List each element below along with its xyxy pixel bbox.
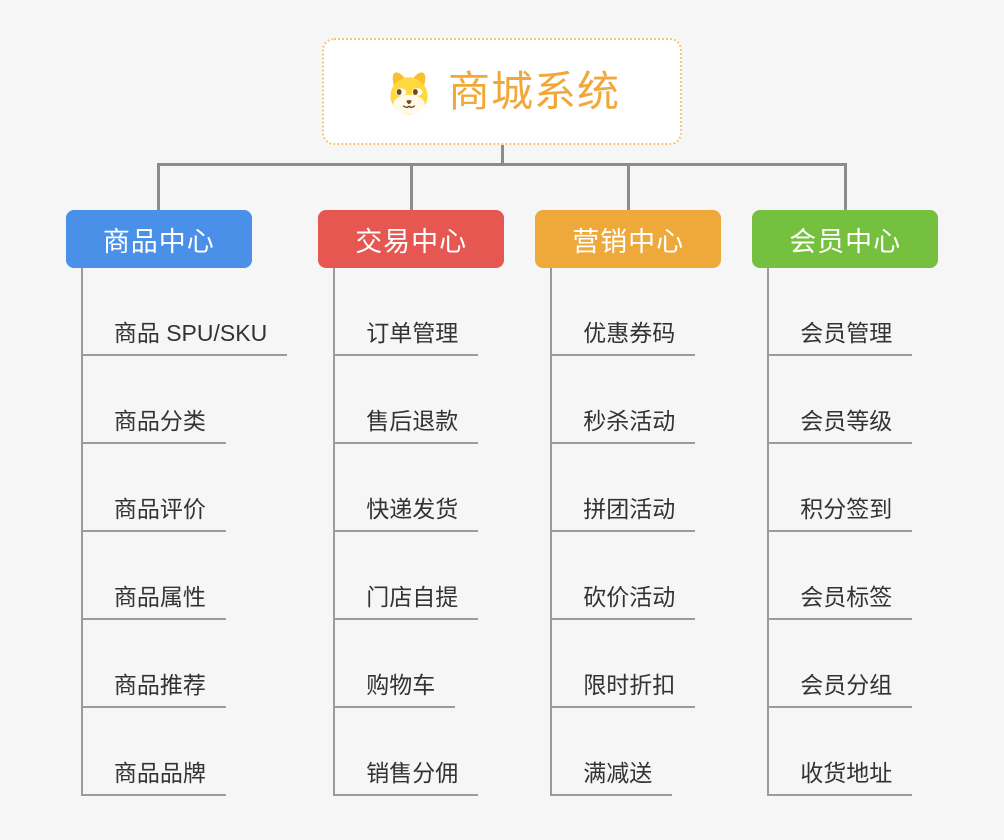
leaf-node[interactable]: 售后退款 [333,407,479,444]
branch-node[interactable]: 商品中心 [65,210,252,268]
branch-node[interactable]: 会员中心 [752,210,939,268]
leaf-row: 优惠券码 [550,268,696,356]
leaf-row: 会员标签 [767,532,913,620]
leaf-row: 拼团活动 [550,444,696,532]
leaf-row: 商品推荐 [80,620,287,708]
leaf-row: 收货地址 [767,708,913,796]
branch-children: 商品 SPU/SKU 商品分类 商品评价 商品属性 商品推荐 商品品牌 [80,268,288,796]
leaf-row: 商品属性 [80,532,287,620]
root-node-wrap: 商城系统 [0,0,1004,145]
leaf-node[interactable]: 门店自提 [333,583,479,620]
leaf-node[interactable]: 销售分佣 [333,759,479,796]
leaf-node[interactable]: 会员标签 [767,583,913,620]
leaf-node[interactable]: 商品 SPU/SKU [80,319,288,356]
leaf-row: 快递发货 [333,444,479,532]
connector-line [409,163,413,210]
leaf-row: 门店自提 [333,532,479,620]
leaf-node[interactable]: 购物车 [333,671,456,708]
leaf-row: 售后退款 [333,356,479,444]
leaf-node[interactable]: 会员管理 [767,319,913,356]
leaf-node[interactable]: 商品品牌 [80,759,226,796]
connector-line [157,163,847,166]
leaf-row: 商品 SPU/SKU [80,268,288,356]
connector-line [157,163,161,210]
connector-line [843,163,847,210]
leaf-row: 会员分组 [767,620,913,708]
branch-children: 会员管理 会员等级 积分签到 会员标签 会员分组 收货地址 [767,268,913,796]
leaf-node[interactable]: 满减送 [550,759,673,796]
leaf-row: 订单管理 [333,268,479,356]
leaf-node[interactable]: 积分签到 [767,495,913,532]
leaf-row: 购物车 [333,620,478,708]
root-node[interactable]: 商城系统 [322,38,682,145]
branch: 商品中心 商品 SPU/SKU 商品分类 商品评价 商品属性 商品推荐 商品品牌 [65,210,288,796]
leaf-row: 积分签到 [767,444,913,532]
branch: 会员中心 会员管理 会员等级 积分签到 会员标签 会员分组 收货地址 [752,210,939,796]
leaf-node[interactable]: 会员等级 [767,407,913,444]
branches-row: 商品中心 商品 SPU/SKU 商品分类 商品评价 商品属性 商品推荐 商品品牌… [0,210,1004,796]
leaf-node[interactable]: 会员分组 [767,671,913,708]
leaf-row: 满减送 [550,708,695,796]
leaf-node[interactable]: 秒杀活动 [550,407,696,444]
branch-node[interactable]: 营销中心 [535,210,722,268]
dog-face-icon [390,71,428,114]
leaf-node[interactable]: 商品属性 [80,583,226,620]
leaf-row: 限时折扣 [550,620,696,708]
leaf-node[interactable]: 优惠券码 [550,319,696,356]
leaf-row: 商品评价 [80,444,287,532]
branch-children: 优惠券码 秒杀活动 拼团活动 砍价活动 限时折扣 满减送 [550,268,696,796]
branch-children: 订单管理 售后退款 快递发货 门店自提 购物车 销售分佣 [333,268,479,796]
leaf-node[interactable]: 订单管理 [333,319,479,356]
root-node-label: 商城系统 [447,67,620,115]
leaf-row: 商品品牌 [80,708,287,796]
leaf-node[interactable]: 砍价活动 [550,583,696,620]
leaf-node[interactable]: 快递发货 [333,495,479,532]
leaf-row: 砍价活动 [550,532,696,620]
leaf-node[interactable]: 商品评价 [80,495,226,532]
leaf-row: 秒杀活动 [550,356,696,444]
branch: 营销中心 优惠券码 秒杀活动 拼团活动 砍价活动 限时折扣 满减送 [535,210,722,796]
leaf-node[interactable]: 收货地址 [767,759,913,796]
leaf-row: 会员等级 [767,356,913,444]
leaf-node[interactable]: 限时折扣 [550,671,696,708]
connector-line [500,145,504,166]
connector-line [626,163,630,210]
leaf-row: 会员管理 [767,268,913,356]
leaf-row: 商品分类 [80,356,287,444]
leaf-node[interactable]: 拼团活动 [550,495,696,532]
leaf-row: 销售分佣 [333,708,479,796]
leaf-node[interactable]: 商品分类 [80,407,226,444]
branch-node[interactable]: 交易中心 [318,210,505,268]
branch: 交易中心 订单管理 售后退款 快递发货 门店自提 购物车 销售分佣 [318,210,505,796]
leaf-node[interactable]: 商品推荐 [80,671,226,708]
